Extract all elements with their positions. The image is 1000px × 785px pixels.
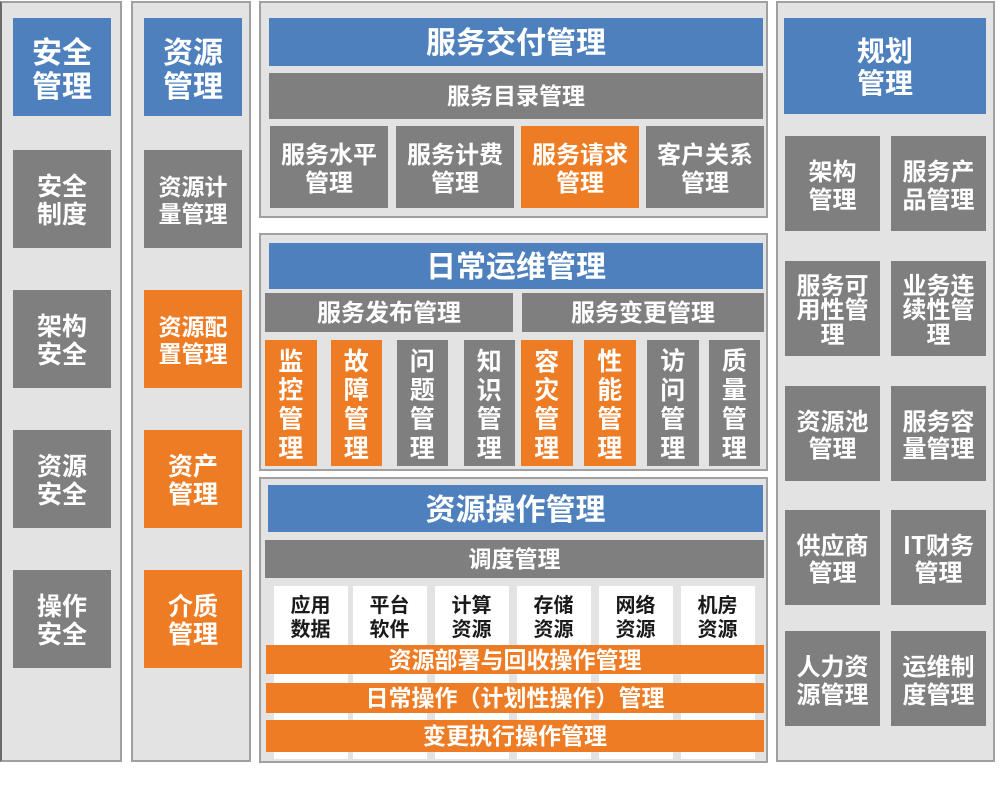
resource-item-3-label: 介质 管理 [167,587,218,651]
service-delivery-box-2-label: 服务请求 管理 [532,134,628,198]
resource-ops-title: 资源操作管理 [268,485,763,532]
resource-item-3: 介质 管理 [144,570,242,668]
service-delivery-box-3: 客户关系 管理 [646,126,764,208]
problem-management-box: 问题管理 [396,340,448,466]
daily-planned-operations-bar-label: 日常操作（计划性操作）管理 [365,678,665,713]
knowledge-management-label: 知识管理 [471,347,508,463]
resource-item-1-label: 资源配 置管理 [158,308,228,369]
supplier-management-box: 供应商 管理 [785,509,880,605]
architecture-management-box-label: 架构 管理 [808,152,857,215]
resource-column-title-label: 资源 管理 [163,28,223,106]
application-data-label: 应用 数据 [290,589,331,642]
security-item-2: 资源 安全 [13,430,111,528]
computing-resource-label: 计算 资源 [451,589,492,642]
platform-software-label: 平台 软件 [369,589,410,642]
security-column-title: 安全 管理 [13,18,111,116]
service-delivery-box-3-label: 客户关系 管理 [657,134,753,198]
security-item-3-label: 操作 安全 [36,587,87,651]
service-product-management-box-label: 服务产 品管理 [902,152,975,215]
resource-ops-title-label: 资源操作管理 [425,484,606,529]
security-item-0-label: 安全 制度 [36,167,87,231]
supplier-management-box-label: 供应商 管理 [796,525,869,588]
service-capacity-management-box-label: 服务容 量管理 [902,401,975,464]
security-item-1-label: 架构 安全 [36,307,87,371]
planning-management-column: 规划 管理 架构 管理 服务产 品管理 服务可 用性管 理 业务连 续性管 理 … [776,1,995,762]
resource-item-1: 资源配 置管理 [144,290,242,388]
service-change-bar: 服务变更管理 [522,293,764,332]
service-catalog-bar: 服务目录管理 [269,73,763,119]
incident-management-label: 故障管理 [338,347,375,463]
service-product-management-box: 服务产 品管理 [891,136,986,231]
service-release-bar-label: 服务发布管理 [317,293,461,328]
service-catalog-bar-label: 服务目录管理 [447,77,585,111]
resource-pool-management-box-label: 资源池 管理 [796,401,869,464]
security-management-column: 安全 管理 安全 制度 架构 安全 资源 安全 操作 安全 [0,1,122,762]
access-management-label: 访问管理 [654,347,691,463]
human-resource-management-box: 人力资 源管理 [785,631,880,726]
service-delivery-box-1: 服务计费 管理 [396,126,514,208]
change-execution-operations-bar-label: 变更执行操作管理 [423,716,607,751]
service-change-bar-label: 服务变更管理 [571,293,715,328]
architecture-management-box: 架构 管理 [785,136,880,231]
resource-item-2: 资产 管理 [144,430,242,528]
security-item-0: 安全 制度 [13,150,111,248]
deploy-reclaim-operations-bar-label: 资源部署与回收操作管理 [388,640,642,675]
resource-item-0: 资源计 量管理 [144,150,242,248]
security-item-3: 操作 安全 [13,570,111,668]
resource-pool-management-box: 资源池 管理 [785,385,880,481]
planning-title-label: 规划 管理 [856,30,913,102]
performance-management-box: 性能管理 [584,340,636,466]
service-delivery-box-2: 服务请求 管理 [521,126,639,208]
service-delivery-box-0-label: 服务水平 管理 [281,134,377,198]
business-continuity-management-box: 业务连 续性管 理 [891,261,986,356]
security-item-1: 架构 安全 [13,290,111,388]
resource-column-title: 资源 管理 [144,18,242,116]
daily-operations-panel: 日常运维管理 服务发布管理 服务变更管理 监控管理 故障管理 问题管理 知识管理… [259,233,768,471]
resource-item-2-label: 资产 管理 [167,447,218,511]
service-availability-management-box-label: 服务可 用性管 理 [796,265,869,350]
security-item-2-label: 资源 安全 [36,447,87,511]
service-delivery-box-1-label: 服务计费 管理 [407,134,503,198]
daily-planned-operations-bar: 日常操作（计划性操作）管理 [266,679,764,713]
service-availability-management-box: 服务可 用性管 理 [785,261,880,356]
it-finance-management-box: IT财务 管理 [891,509,986,605]
service-delivery-box-0: 服务水平 管理 [270,126,388,208]
business-continuity-management-box-label: 业务连 续性管 理 [902,265,975,350]
service-delivery-title: 服务交付管理 [269,18,763,66]
planning-title: 规划 管理 [784,18,986,114]
incident-management-box: 故障管理 [330,340,382,466]
service-delivery-title-label: 服务交付管理 [426,18,606,62]
ops-system-management-box: 运维制 度管理 [891,631,986,726]
service-capacity-management-box: 服务容 量管理 [891,385,986,481]
resource-operations-panel: 资源操作管理 调度管理 应用 数据 平台 软件 计算 资源 存储 资源 网络 资… [259,477,768,763]
daily-ops-title: 日常运维管理 [269,242,763,289]
performance-management-label: 性能管理 [591,347,628,463]
knowledge-management-box: 知识管理 [463,340,515,466]
access-management-box: 访问管理 [647,340,699,466]
resource-management-column: 资源 管理 资源计 量管理 资源配 置管理 资产 管理 介质 管理 [131,1,251,762]
it-finance-management-box-label: IT财务 管理 [903,525,974,588]
datacenter-resource-label: 机房 资源 [697,589,738,642]
service-delivery-panel: 服务交付管理 服务目录管理 服务水平 管理 服务计费 管理 服务请求 管理 客户… [259,1,768,218]
quality-management-box: 质量管理 [708,340,760,466]
disaster-recovery-management-label: 容灾管理 [528,347,565,463]
change-execution-operations-bar: 变更执行操作管理 [266,716,764,752]
disaster-recovery-management-box: 容灾管理 [521,340,573,466]
resource-item-0-label: 资源计 量管理 [158,168,228,229]
service-release-bar: 服务发布管理 [265,293,513,332]
human-resource-management-box-label: 人力资 源管理 [796,647,869,710]
monitoring-management-label: 监控管理 [272,347,309,463]
dispatch-management-bar-label: 调度管理 [468,540,561,574]
storage-resource-label: 存储 资源 [533,589,574,642]
ops-system-management-box-label: 运维制 度管理 [902,647,975,710]
deploy-reclaim-operations-bar: 资源部署与回收操作管理 [266,641,764,675]
daily-ops-title-label: 日常运维管理 [426,242,606,286]
dispatch-management-bar: 调度管理 [265,540,764,578]
monitoring-management-box: 监控管理 [265,340,317,466]
security-column-title-label: 安全 管理 [32,28,92,106]
network-resource-label: 网络 资源 [615,589,656,642]
quality-management-label: 质量管理 [716,347,753,463]
problem-management-label: 问题管理 [404,347,441,463]
